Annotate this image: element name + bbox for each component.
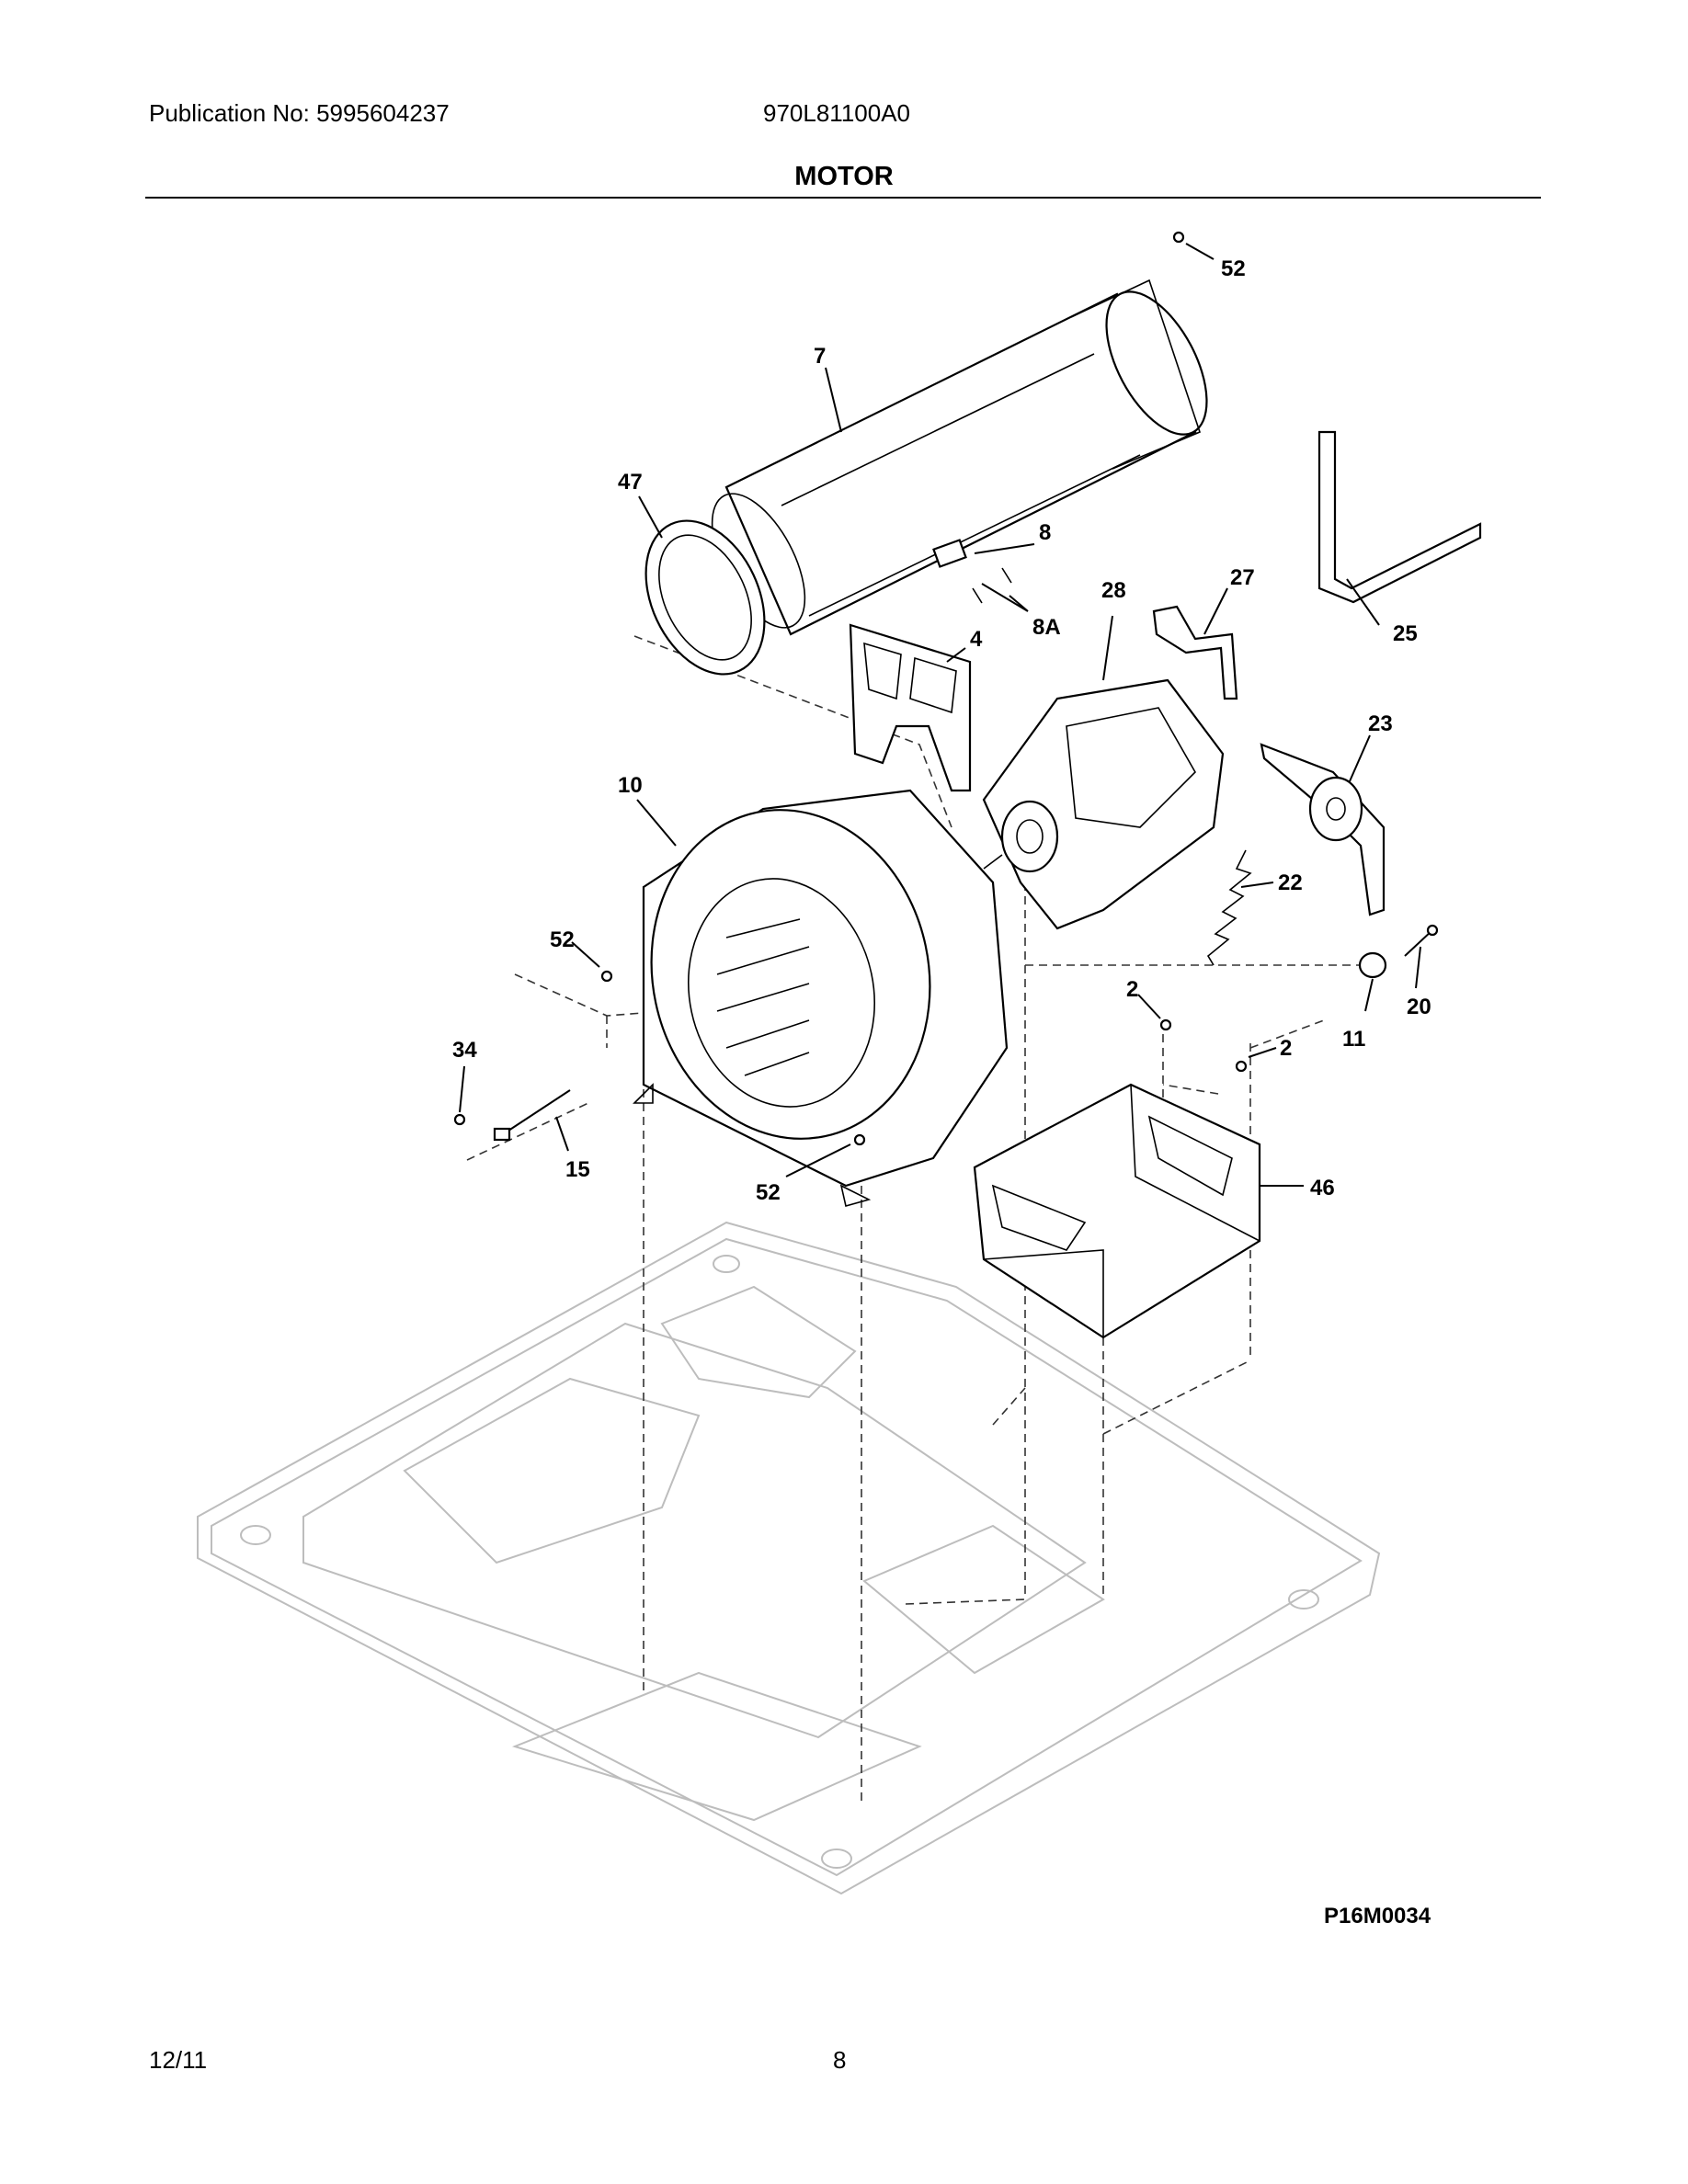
header-divider (145, 197, 1541, 199)
callout-2-upper: 2 (1126, 977, 1138, 1002)
exploded-parts-diagram: 52 7 47 8 8A 4 28 27 25 23 10 22 52 20 2… (197, 231, 1482, 1928)
callout-2-lower: 2 (1280, 1036, 1292, 1061)
part-25-panel (1317, 430, 1482, 604)
callout-25: 25 (1393, 621, 1418, 646)
callout-11: 11 (1342, 1027, 1365, 1052)
base-pan (197, 1221, 1381, 1895)
callout-7: 7 (814, 344, 826, 369)
callout-34: 34 (452, 1038, 477, 1063)
part-27-motor-strap (1152, 605, 1238, 700)
part-23-idler-arm (1260, 743, 1386, 916)
callout-8: 8 (1039, 520, 1051, 545)
callout-27: 27 (1230, 565, 1255, 590)
page-number: 8 (833, 2046, 847, 2074)
callout-8a: 8A (1032, 615, 1061, 640)
callout-52-left: 52 (550, 927, 575, 952)
callout-46: 46 (1310, 1176, 1335, 1200)
callout-52-bottom: 52 (756, 1180, 781, 1205)
part-28-motor (982, 678, 1225, 930)
part-46-motor-mount (973, 1083, 1261, 1339)
part-10-blower-housing (633, 789, 1009, 1207)
leader-lines (459, 243, 1421, 1187)
part-7-blower-duct (711, 279, 1208, 636)
callout-4: 4 (970, 627, 983, 652)
part-22-idler-spring (1206, 849, 1252, 966)
page-title: MOTOR (794, 162, 894, 191)
callout-15: 15 (565, 1157, 590, 1182)
callout-20: 20 (1407, 995, 1431, 1019)
part-15-thermistor (493, 1089, 571, 1142)
part-4-bracket (849, 623, 972, 792)
publication-number: Publication No: 5995604237 (149, 99, 450, 127)
screws (453, 231, 1248, 1146)
model-number: 970L81100A0 (763, 99, 911, 127)
callout-10: 10 (618, 773, 643, 798)
callout-52-top: 52 (1221, 256, 1246, 281)
figure-code: P16M0034 (1324, 1904, 1431, 1928)
callout-labels: 52 7 47 8 8A 4 28 27 25 23 10 22 52 20 2… (452, 256, 1431, 1928)
footer-date: 12/11 (149, 2046, 208, 2074)
callout-22: 22 (1278, 870, 1303, 895)
part-8-thermostat (932, 539, 1012, 604)
part-11-idler-pulley (1358, 951, 1387, 979)
callout-47: 47 (618, 470, 643, 495)
part-47-duct-ring (644, 519, 766, 676)
callout-23: 23 (1368, 711, 1393, 736)
callout-28: 28 (1101, 578, 1126, 603)
part-20-pulley-shaft (1404, 924, 1439, 957)
